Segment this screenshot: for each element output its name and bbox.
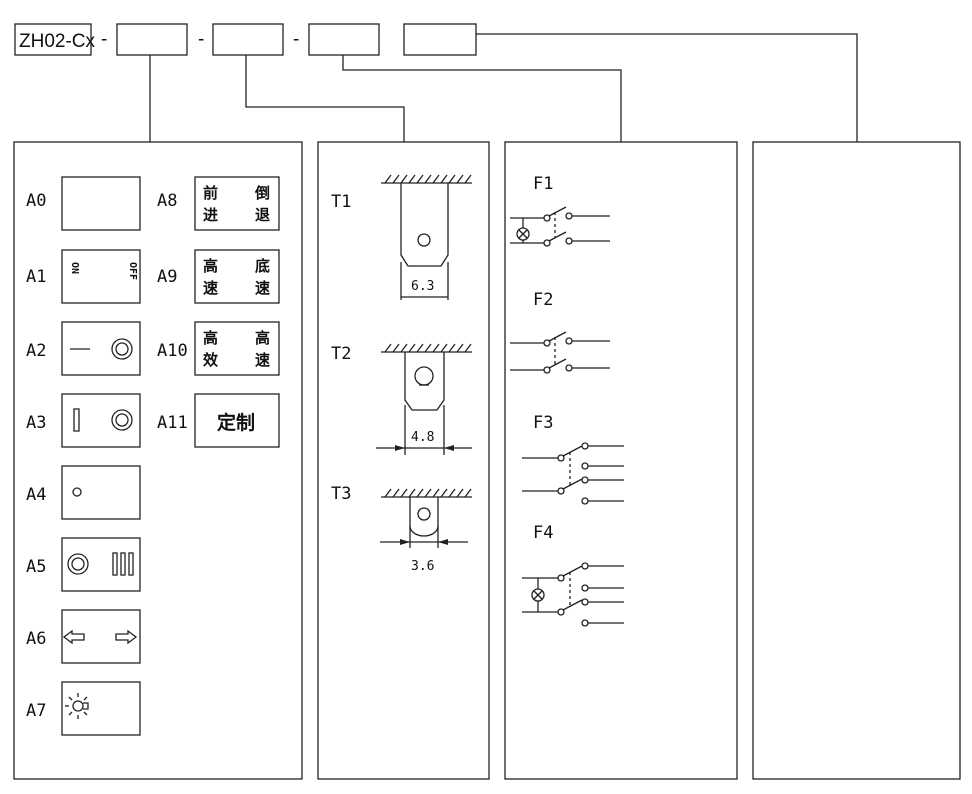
item-a5-label: A5 [26, 557, 46, 577]
item-a0-face [61, 176, 141, 231]
item-f3-label: F3 [533, 413, 553, 433]
item-a7-face [61, 681, 141, 736]
item-t1-dimension: 6.3 [411, 279, 434, 294]
item-a4-face [61, 465, 141, 520]
item-a2-ring-inner-icon [115, 342, 129, 356]
item-a4-dot-icon [72, 487, 82, 497]
item-a8-face [194, 176, 280, 231]
item-a11-label: A11 [157, 413, 188, 433]
item-a8-char-4: 退 [255, 206, 270, 224]
item-a7-lamp-icon [65, 693, 89, 719]
item-a9-char-1: 高 [203, 257, 218, 275]
code-slot-1 [116, 23, 188, 56]
item-a9-char-2: 底 [255, 257, 270, 275]
item-a5-ring-inner-icon [71, 557, 85, 571]
panel-t-terminal-types [317, 141, 490, 780]
item-a11-face [194, 393, 280, 448]
item-f4-circuit-drawing [522, 562, 624, 627]
item-a10-char-1: 高 [203, 329, 218, 347]
item-a9-char-3: 速 [203, 279, 218, 297]
item-a8-char-3: 进 [203, 206, 218, 224]
item-a10-face [194, 321, 280, 376]
item-a1-face [61, 249, 141, 304]
separator-dash-2: - [198, 29, 204, 50]
item-a3-ring-outer-icon [111, 409, 133, 431]
item-a3-face [61, 393, 141, 448]
item-f4-label: F4 [533, 523, 553, 543]
item-f2-label: F2 [533, 290, 553, 310]
item-a0-label: A0 [26, 191, 46, 211]
item-a11-text: 定制 [217, 411, 255, 434]
connector-slot3-panel-f [342, 55, 622, 142]
item-a6-label: A6 [26, 629, 46, 649]
item-a5-face [61, 537, 141, 592]
item-a8-label: A8 [157, 191, 177, 211]
item-a4-label: A4 [26, 485, 46, 505]
item-a1-on-text: ON [69, 262, 80, 274]
panel-f-circuit-types [504, 141, 738, 780]
item-a5-ring-outer-icon [67, 553, 89, 575]
item-t2-terminal-drawing [376, 343, 472, 455]
item-t2-dimension: 4.8 [411, 430, 434, 445]
item-a5-triple-bar-icon [112, 552, 134, 576]
panel-blank [752, 141, 961, 780]
item-t3-label: T3 [331, 484, 351, 504]
item-f1-label: F1 [533, 174, 553, 194]
item-t3-dimension: 3.6 [411, 559, 434, 574]
item-a10-char-3: 效 [203, 351, 219, 369]
item-t3-terminal-drawing [380, 488, 472, 548]
item-t1-terminal-drawing [381, 174, 472, 300]
connector-slot4-panel-blank [476, 33, 858, 142]
connector-slot2-panel-t [245, 55, 405, 142]
item-a7-label: A7 [26, 701, 46, 721]
item-a6-arrow-left-icon [62, 629, 85, 645]
separator-dash-1: - [101, 29, 107, 50]
model-code-text: ZH02-Cx [19, 31, 96, 52]
item-a3-ring-inner-icon [115, 413, 129, 427]
item-a9-face [194, 249, 280, 304]
item-a8-char-2: 倒 [254, 184, 270, 202]
panel-a-button-types [13, 141, 303, 780]
code-slot-2 [212, 23, 284, 56]
item-a6-face [61, 609, 141, 664]
item-a1-label: A1 [26, 267, 46, 287]
item-a10-char-4: 速 [255, 351, 270, 369]
item-a2-ring-outer-icon [111, 338, 133, 360]
item-a3-label: A3 [26, 413, 46, 433]
item-f1-circuit-drawing [510, 206, 610, 247]
item-a9-char-4: 速 [255, 279, 270, 297]
item-a2-label: A2 [26, 341, 46, 361]
model-code-box [14, 23, 92, 56]
code-slot-3 [308, 23, 380, 56]
item-a1-off-text: OFF [127, 262, 138, 280]
item-a9-label: A9 [157, 267, 177, 287]
item-a6-arrow-right-icon [115, 629, 138, 645]
item-a8-char-1: 前 [203, 184, 218, 202]
item-f3-circuit-drawing [522, 442, 624, 505]
code-slot-4 [403, 23, 477, 56]
item-a10-char-2: 高 [255, 329, 270, 347]
item-a3-bar-icon [73, 408, 80, 432]
separator-dash-3: - [293, 29, 299, 50]
item-t1-label: T1 [331, 192, 351, 212]
item-a10-label: A10 [157, 341, 188, 361]
item-t2-label: T2 [331, 344, 351, 364]
item-f2-circuit-drawing [510, 331, 610, 374]
